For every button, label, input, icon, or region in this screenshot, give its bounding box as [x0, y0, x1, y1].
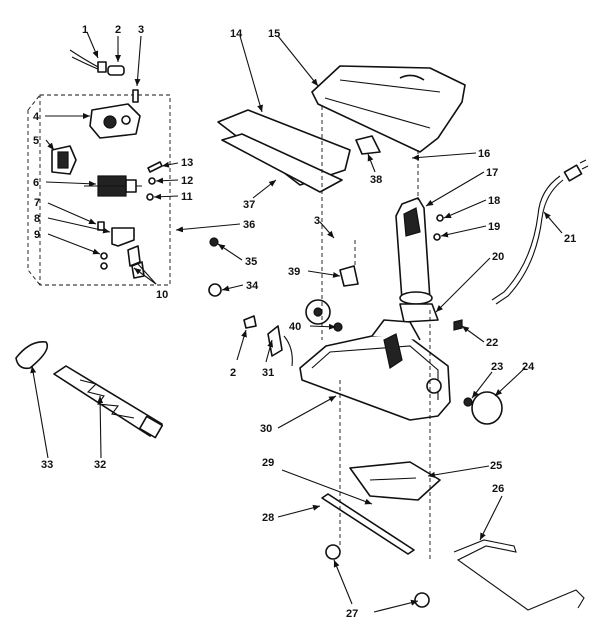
callout-22: 22 — [486, 337, 498, 349]
part-20-swivel — [399, 303, 439, 323]
callout-21: 21 — [564, 233, 576, 245]
part-32-brush-roll — [53, 365, 164, 439]
callout-37: 37 — [243, 199, 255, 211]
part-37-bumper-strip — [221, 133, 343, 193]
callout-39: 39 — [288, 266, 300, 278]
callout-15: 15 — [268, 28, 280, 40]
leader-lines — [30, 31, 563, 613]
part-39-plate — [339, 265, 359, 287]
callout-40: 40 — [289, 321, 301, 333]
callout-32: 32 — [94, 459, 106, 471]
part-6-armature — [84, 175, 142, 197]
callout-13: 13 — [181, 157, 193, 169]
callout-28: 28 — [262, 512, 274, 524]
part-27-wheel-rear — [414, 592, 430, 608]
part-15-hood — [311, 65, 466, 153]
callout-9: 9 — [34, 229, 40, 241]
part-38-tab — [355, 135, 381, 155]
part-23-wheel-nut — [463, 397, 473, 407]
part-7-screw — [97, 221, 105, 231]
part-26-bail-wire — [453, 539, 585, 611]
callout-labels: 1 2 3 4 5 6 7 8 9 10 11 12 13 14 15 16 1… — [33, 24, 576, 620]
part-17-handle — [395, 197, 433, 305]
part-2-clip — [107, 65, 125, 76]
part-19-screw — [433, 233, 441, 241]
part-3-screw — [132, 89, 139, 103]
callout-29: 29 — [262, 457, 274, 469]
callout-31: 31 — [262, 367, 274, 379]
part-21-power-cord — [491, 159, 589, 305]
callout-27: 27 — [346, 608, 358, 620]
part-9-washer — [100, 252, 108, 270]
part-8-bracket — [111, 227, 135, 247]
callout-24: 24 — [522, 361, 535, 373]
part-18-screw — [436, 214, 444, 222]
callout-4: 4 — [33, 111, 40, 123]
callout-14: 14 — [230, 28, 243, 40]
callout-1: 1 — [82, 24, 88, 36]
callout-20: 20 — [492, 251, 504, 263]
callout-5: 5 — [33, 135, 39, 147]
callout-6: 6 — [33, 177, 39, 189]
callout-16: 16 — [478, 148, 490, 160]
callout-36: 36 — [243, 219, 255, 231]
part-28-axle-rod — [321, 493, 415, 555]
callout-25: 25 — [490, 460, 502, 472]
callout-7: 7 — [34, 197, 40, 209]
part-31-belt — [267, 325, 293, 367]
part-4-motor-housing — [89, 103, 141, 139]
part-24-wheel — [471, 391, 503, 425]
motor-group — [27, 49, 171, 286]
callout-10: 10 — [156, 289, 168, 301]
part-27-wheel-front — [325, 544, 341, 560]
part-11-spring — [146, 193, 154, 201]
callout-30: 30 — [260, 423, 272, 435]
callout-23: 23 — [491, 361, 503, 373]
part-2-clip-base — [243, 315, 257, 329]
callout-8: 8 — [34, 213, 40, 225]
part-5-field-coil — [51, 145, 77, 175]
callout-33: 33 — [41, 459, 53, 471]
part-22-screw — [453, 319, 463, 331]
callout-35: 35 — [245, 256, 257, 268]
motor-group-bracket — [39, 94, 171, 286]
callout-19: 19 — [488, 221, 500, 233]
callout-2-base: 2 — [230, 367, 236, 379]
callout-11: 11 — [181, 191, 193, 203]
callout-2: 2 — [115, 24, 121, 36]
callout-38: 38 — [370, 174, 382, 186]
callout-17: 17 — [486, 167, 498, 179]
part-33-belt-loop — [15, 341, 49, 370]
callout-3: 3 — [138, 24, 144, 36]
callout-34: 34 — [246, 280, 259, 292]
part-12-brush-holder — [148, 177, 156, 185]
part-35-screw — [209, 237, 219, 247]
callout-3-base: 3 — [314, 215, 320, 227]
callout-18: 18 — [488, 195, 500, 207]
callout-12: 12 — [181, 175, 193, 187]
part-34-cap — [208, 283, 222, 297]
callout-26: 26 — [492, 483, 504, 495]
part-30-base — [299, 319, 451, 421]
part-25-sole-plate — [349, 461, 441, 501]
part-13-brush — [147, 161, 163, 173]
part-1-wire-leads — [69, 49, 107, 73]
